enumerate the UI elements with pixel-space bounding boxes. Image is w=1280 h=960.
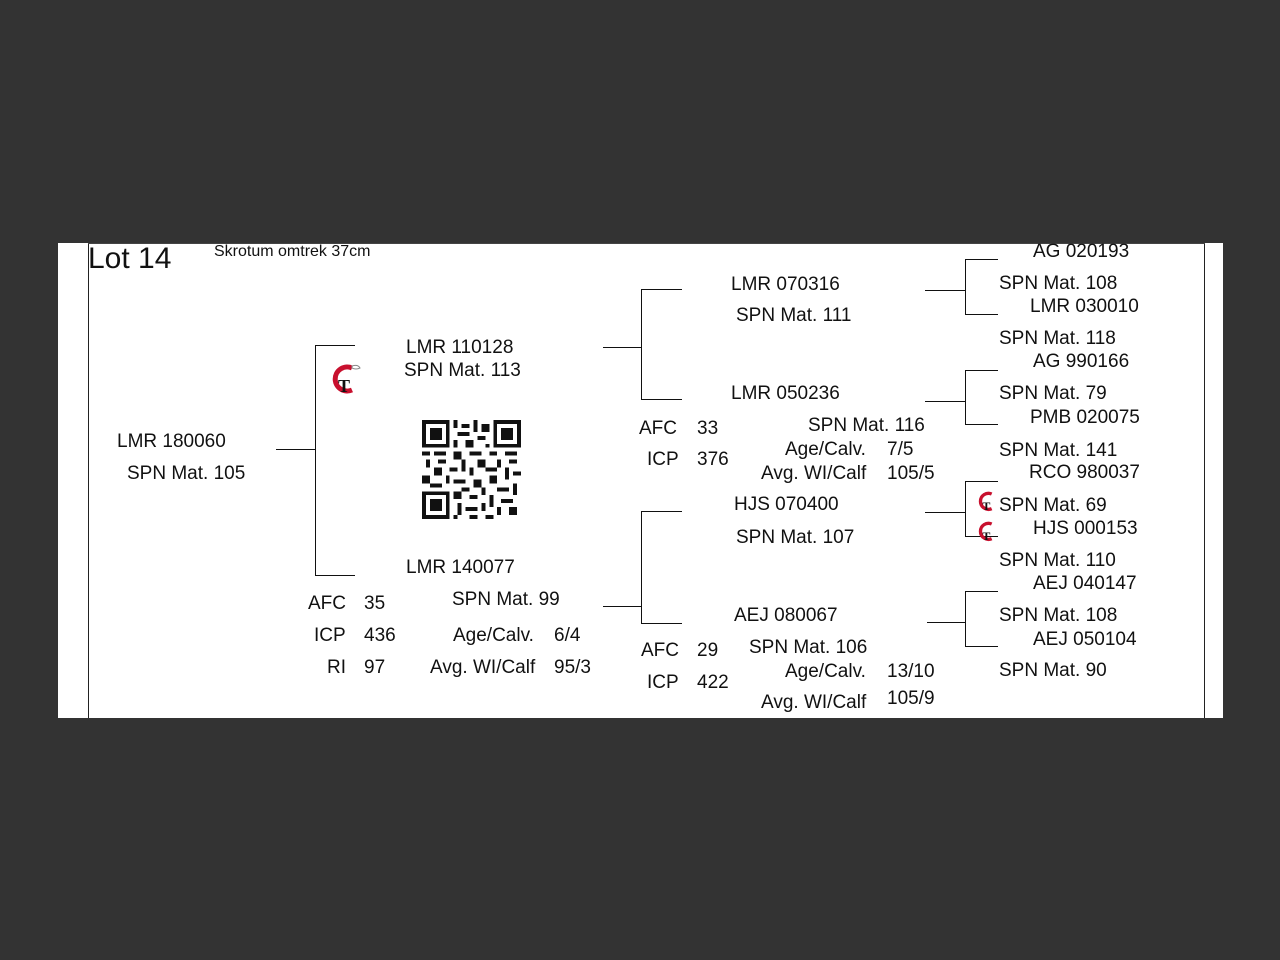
animal-ri-value: 97 [364,657,386,678]
connector [965,481,966,537]
gg8-spn: SPN Mat. 90 [999,660,1107,681]
pedigree-sheet [58,243,1223,718]
dam-dam-age-label: Age/Calv. [785,661,866,682]
animal-ri-label: RI [327,657,346,678]
dam-sire-spn: SPN Mat. 107 [736,527,855,548]
gg5-spn: SPN Mat. 69 [999,495,1107,516]
svg-text:T: T [338,376,350,396]
gg3-spn: SPN Mat. 79 [999,383,1107,404]
dam-dam-icp-value: 422 [697,672,729,693]
connector [641,399,682,400]
connector [925,401,966,402]
right-border [1204,243,1205,718]
sire-dam-age-value: 7/5 [887,439,914,460]
connector [965,646,998,647]
connector [965,259,966,315]
dam-dam-afc-value: 29 [697,640,719,661]
animal-afc-label: AFC [308,593,346,614]
gg8-id: AEJ 050104 [1033,629,1137,650]
connector [315,345,316,576]
left-border [88,243,89,718]
animal-spn: SPN Mat. 105 [127,463,246,484]
gg5-id: RCO 980037 [1029,462,1140,483]
sire-dam-id: LMR 050236 [731,383,840,404]
gg7-id: AEJ 040147 [1033,573,1137,594]
connector [641,511,682,512]
connector [965,259,998,260]
gg6-spn: SPN Mat. 110 [999,550,1116,571]
dam-sire-id: HJS 070400 [734,494,839,515]
gg7-spn: SPN Mat. 108 [999,605,1118,626]
animal-afc-value: 35 [364,593,386,614]
top-border [88,243,1205,244]
connector [927,622,966,623]
sire-dam-spn: SPN Mat. 116 [808,415,925,436]
gt-logo-icon: T [332,364,361,396]
qr-code-icon [422,420,521,519]
sire-dam-afc-value: 33 [697,418,719,439]
connector [925,290,966,291]
gg2-id: LMR 030010 [1030,296,1139,317]
dam-age-label: Age/Calv. [453,625,534,646]
connector [641,511,642,624]
connector [925,512,966,513]
connector [641,289,642,400]
connector [965,481,998,482]
connector [965,591,998,592]
sire-dam-age-label: Age/Calv. [785,439,866,460]
connector [276,449,316,450]
gt-logo-icon: T [978,491,993,513]
animal-icp-value: 436 [364,625,396,646]
scrotal-note: Skrotum omtrek 37cm [214,243,371,260]
animal-icp-label: ICP [314,625,346,646]
connector [965,370,998,371]
connector [603,347,641,348]
sire-id: LMR 110128 [406,337,514,358]
dam-dam-spn: SPN Mat. 106 [749,637,868,658]
dam-dam-icp-label: ICP [647,672,679,693]
gt-logo-icon: T [978,521,993,543]
dam-dam-wi-value: 105/9 [887,688,935,709]
svg-text:T: T [982,529,990,543]
dam-wi-value: 95/3 [554,657,591,678]
gg3-id: AG 990166 [1033,351,1130,372]
connector [965,424,998,425]
dam-wi-label: Avg. WI/Calf [430,657,536,678]
dam-dam-afc-label: AFC [641,640,679,661]
dam-dam-wi-label: Avg. WI/Calf [761,692,867,713]
dam-dam-age-value: 13/10 [887,661,935,682]
sire-dam-icp-label: ICP [647,449,679,470]
lot-number: Lot 14 [88,242,172,275]
dam-id: LMR 140077 [406,557,515,578]
sire-dam-wi-value: 105/5 [887,463,935,484]
connector [603,606,641,607]
gg1-id: AG 020193 [1033,241,1130,262]
gg2-spn: SPN Mat. 118 [999,328,1116,349]
connector [965,370,966,425]
sire-sire-spn: SPN Mat. 111 [736,305,852,326]
sire-dam-afc-label: AFC [639,418,677,439]
connector [315,345,355,346]
sire-dam-wi-label: Avg. WI/Calf [761,463,867,484]
connector [641,289,682,290]
svg-text:T: T [982,499,990,513]
connector [965,314,998,315]
connector [641,623,682,624]
sire-sire-id: LMR 070316 [731,274,840,295]
sire-spn: SPN Mat. 113 [404,360,521,381]
dam-dam-id: AEJ 080067 [734,605,838,626]
connector [965,591,966,647]
dam-spn: SPN Mat. 99 [452,589,560,610]
gg1-spn: SPN Mat. 108 [999,273,1118,294]
connector [315,575,355,576]
gg4-spn: SPN Mat. 141 [999,440,1118,461]
gg4-id: PMB 020075 [1030,407,1140,428]
animal-id: LMR 180060 [117,431,226,452]
gg6-id: HJS 000153 [1033,518,1138,539]
sire-dam-icp-value: 376 [697,449,729,470]
dam-age-value: 6/4 [554,625,581,646]
